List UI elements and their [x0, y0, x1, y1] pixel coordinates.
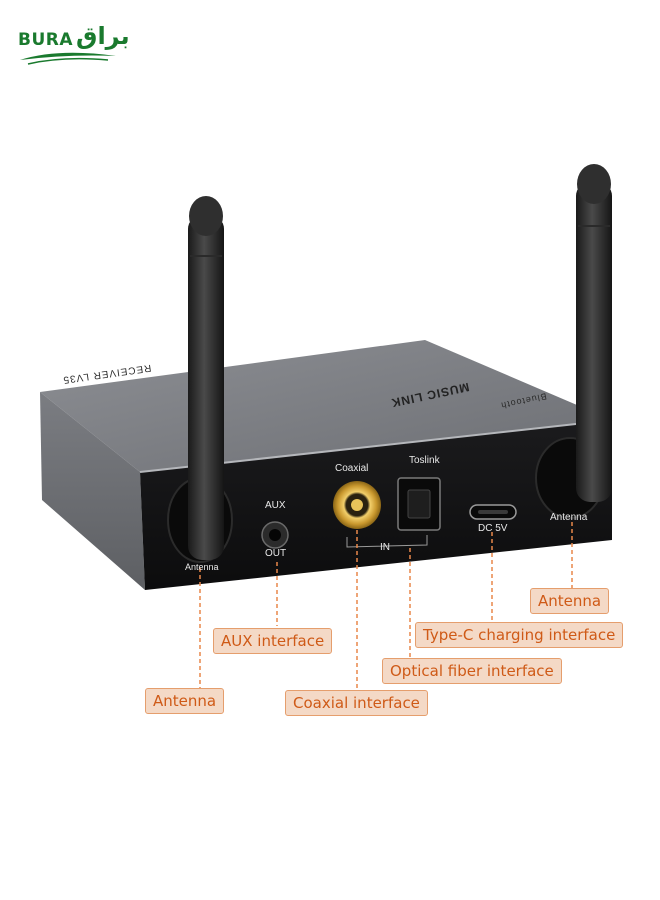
callout-aux: AUX interface	[213, 628, 333, 654]
device-side-face	[40, 392, 145, 590]
brand-logo: BURA براق	[18, 22, 130, 72]
device-top-face	[40, 340, 612, 472]
aux-label: AUX	[265, 500, 286, 511]
callout-antenna-left: Antenna	[145, 688, 225, 714]
dc-label: DC 5V	[478, 523, 508, 534]
logo-swoosh-icon	[20, 52, 116, 65]
left-antenna	[188, 196, 224, 560]
callout-optical: Optical fiber interface	[382, 658, 562, 684]
callout-coaxial: Coaxial interface	[285, 690, 428, 716]
antenna-label-left: Antenna	[185, 562, 219, 572]
callout-typec: Type-C charging interface	[415, 622, 624, 648]
logo-latin-text: BURA	[18, 30, 74, 50]
in-label: IN	[380, 542, 390, 553]
right-antenna	[576, 164, 612, 502]
toslink-label: Toslink	[409, 455, 440, 466]
logo-arabic-text: براق	[76, 22, 130, 50]
out-label: OUT	[265, 548, 287, 559]
coaxial-label: Coaxial	[335, 463, 369, 474]
antenna-label-right: Antenna	[550, 512, 588, 523]
callout-antenna-right: Antenna	[530, 588, 610, 614]
